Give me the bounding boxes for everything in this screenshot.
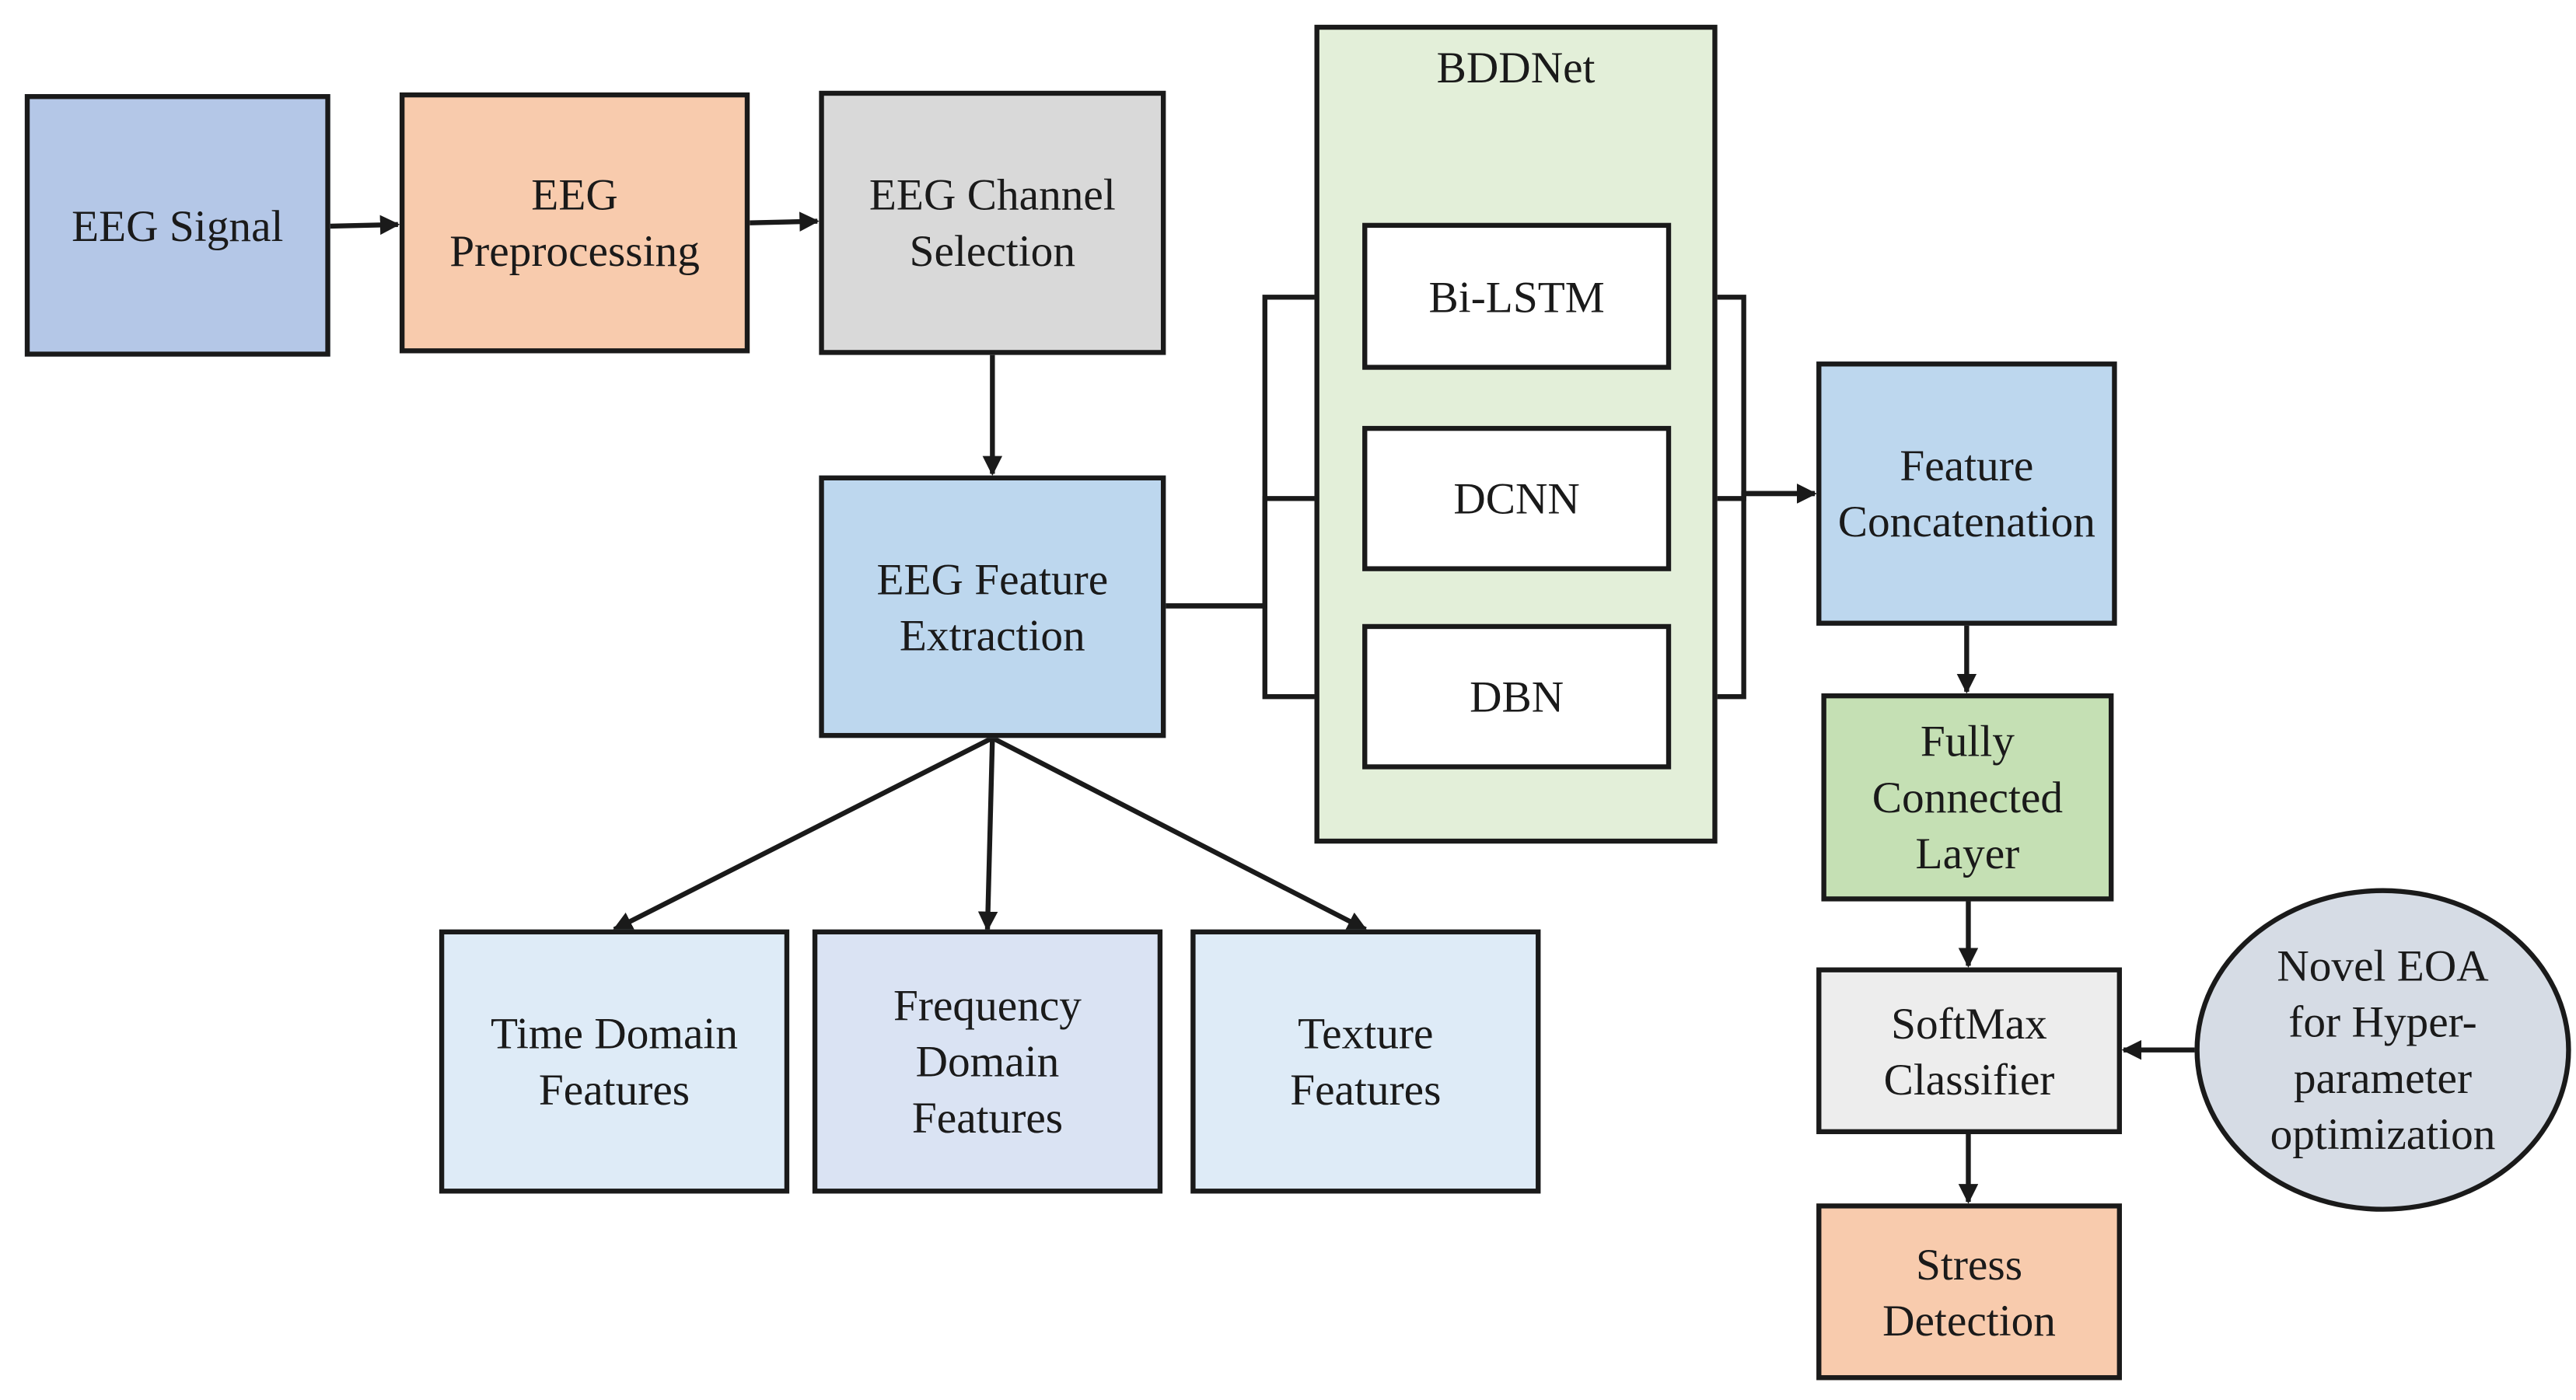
bi-lstm-node: Bi-LSTM — [1362, 222, 1672, 370]
fully-connected-layer-node: Fully Connected Layer — [1821, 693, 2114, 902]
arrow-eeg-preprocessing-to-eeg-channel-selection — [750, 211, 820, 232]
softmax-classifier-node: SoftMax Classifier — [1816, 967, 2122, 1134]
texture-features-node: Texture Features — [1190, 929, 1541, 1194]
arrow-eeg-feature-extraction-to-texture — [991, 735, 1368, 932]
eeg-channel-selection-node: EEG Channel Selection — [819, 90, 1166, 355]
bddnet-group-label: BDDNet — [1436, 43, 1596, 93]
dbn-node: DBN — [1362, 623, 1672, 770]
arrow-eeg-feature-extraction-to-dbn — [1166, 603, 1363, 707]
time-domain-features-node: Time Domain Features — [439, 929, 790, 1194]
stress-detection-node: Stress Detection — [1816, 1203, 2122, 1381]
arrow-eeg-feature-extraction-to-time-domain — [612, 735, 994, 932]
eeg-feature-extraction-node: EEG Feature Extraction — [819, 475, 1166, 738]
frequency-domain-features-node: Frequency Domain Features — [812, 929, 1163, 1194]
eeg-preprocessing-node: EEG Preprocessing — [399, 92, 750, 354]
arrow-eeg-feature-extraction-to-frequency-domain — [977, 738, 998, 932]
dcnn-node: DCNN — [1362, 425, 1672, 571]
eeg-signal-node: EEG Signal — [24, 94, 330, 357]
arrow-eeg-signal-to-eeg-preprocessing — [330, 215, 400, 236]
novel-eoa-optimizer-node: Novel EOA for Hyper- parameter optimizat… — [2194, 888, 2571, 1212]
feature-concatenation-node: Feature Concatenation — [1816, 361, 2117, 626]
